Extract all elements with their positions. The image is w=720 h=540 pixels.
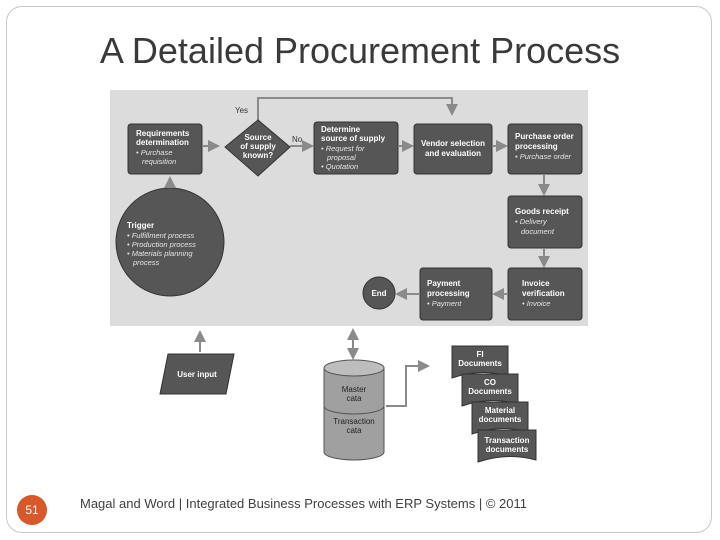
doc-co-line-2: Documents	[468, 387, 512, 396]
doc-fi-line-2: Documents	[458, 359, 502, 368]
slide-title: A Detailed Procurement Process	[99, 30, 621, 71]
vendor-selection-box: Vendor selection and evaluation	[413, 123, 493, 175]
requirements-determination-box: Requirements determination • Purchase re…	[127, 123, 203, 175]
determine-source-box: Determine source of supply • Request for…	[313, 121, 399, 175]
gr-bullet-1: • Delivery	[515, 217, 548, 226]
footer-citation: Magal and Word | Integrated Business Pro…	[80, 496, 527, 511]
determine-title-2: source of supply	[321, 134, 386, 143]
requirements-bullet-1: • Purchase	[136, 148, 172, 157]
page-number-badge: 51	[17, 495, 47, 525]
payment-title-2: processing	[427, 289, 470, 298]
invoice-verification-box: Invoice verification • Invoice	[507, 267, 583, 321]
requirements-title-1: Requirements	[136, 129, 190, 138]
requirements-bullet-2: requisition	[142, 157, 176, 166]
trigger-title: Trigger	[127, 221, 154, 230]
determine-bullet-3: • Quotation	[321, 162, 358, 171]
trigger-bullet-2: • Production process	[127, 240, 196, 249]
slide-frame	[6, 6, 712, 533]
doc-material-line-2: documents	[479, 415, 522, 424]
user-input-box: User input	[159, 353, 235, 395]
trigger-bullet-1: • Fulfillment process	[127, 231, 194, 240]
decision-line-3: known?	[243, 151, 273, 160]
db-bottom-2: cata	[346, 426, 362, 435]
no-label: No	[292, 135, 303, 144]
document-fi: FI Documents	[451, 345, 509, 379]
payment-bullet-1: • Payment	[427, 299, 462, 308]
yes-label: Yes	[235, 106, 248, 115]
document-co: CO Documents	[461, 373, 519, 407]
yes-arrow	[257, 97, 458, 120]
database-cylinder: Master cata Transaction cata	[323, 359, 385, 461]
document-material: Material documents	[471, 401, 529, 435]
arrow-db-to-docs	[386, 360, 430, 407]
vendor-title-1: Vendor selection	[421, 139, 485, 148]
gr-title-1: Goods receipt	[515, 207, 569, 216]
payment-title-1: Payment	[427, 279, 461, 288]
doc-material-line-1: Material	[485, 406, 515, 415]
po-title-1: Purchase order	[515, 132, 574, 141]
end-circle: End	[362, 276, 396, 310]
procurement-diagram: Yes Requirements determination • Purchas…	[110, 90, 588, 463]
requirements-title-2: determination	[136, 138, 189, 147]
payment-processing-box: Payment processing • Payment	[419, 267, 493, 321]
doc-transaction-line-1: Transaction	[485, 436, 530, 445]
vendor-title-2: and evaluation	[425, 149, 481, 158]
determine-bullet-1: • Request for	[321, 144, 365, 153]
goods-receipt-box: Goods receipt • Delivery document	[507, 195, 583, 249]
trigger-bullet-3: • Materials planning	[127, 249, 193, 258]
purchase-order-box: Purchase order processing • Purchase ord…	[507, 123, 583, 175]
db-top-2: cata	[346, 394, 362, 403]
po-bullet-1: • Purchase order	[515, 152, 571, 161]
doc-co-line-1: CO	[484, 378, 496, 387]
po-title-2: processing	[515, 142, 558, 151]
db-bottom-1: Transaction	[333, 417, 375, 426]
determine-bullet-2: proposal	[326, 153, 356, 162]
determine-title-1: Determine	[321, 125, 361, 134]
invoice-title-2: verification	[522, 289, 565, 298]
invoice-bullet-1: • Invoice	[522, 299, 550, 308]
db-top-1: Master	[342, 385, 367, 394]
trigger-bullet-4: process	[132, 258, 160, 267]
doc-fi-line-1: FI	[476, 350, 483, 359]
end-label: End	[371, 289, 386, 298]
doc-transaction-line-2: documents	[486, 445, 529, 454]
invoice-title-1: Invoice	[522, 279, 550, 288]
source-known-decision: Source of supply known?	[224, 119, 291, 177]
gr-bullet-2: document	[521, 227, 555, 236]
trigger-circle: Trigger • Fulfillment process • Producti…	[115, 187, 225, 297]
decision-line-2: of supply	[240, 142, 276, 151]
document-transaction: Transaction documents	[477, 429, 537, 463]
decision-line-1: Source	[244, 133, 272, 142]
user-input-label: User input	[177, 370, 217, 379]
